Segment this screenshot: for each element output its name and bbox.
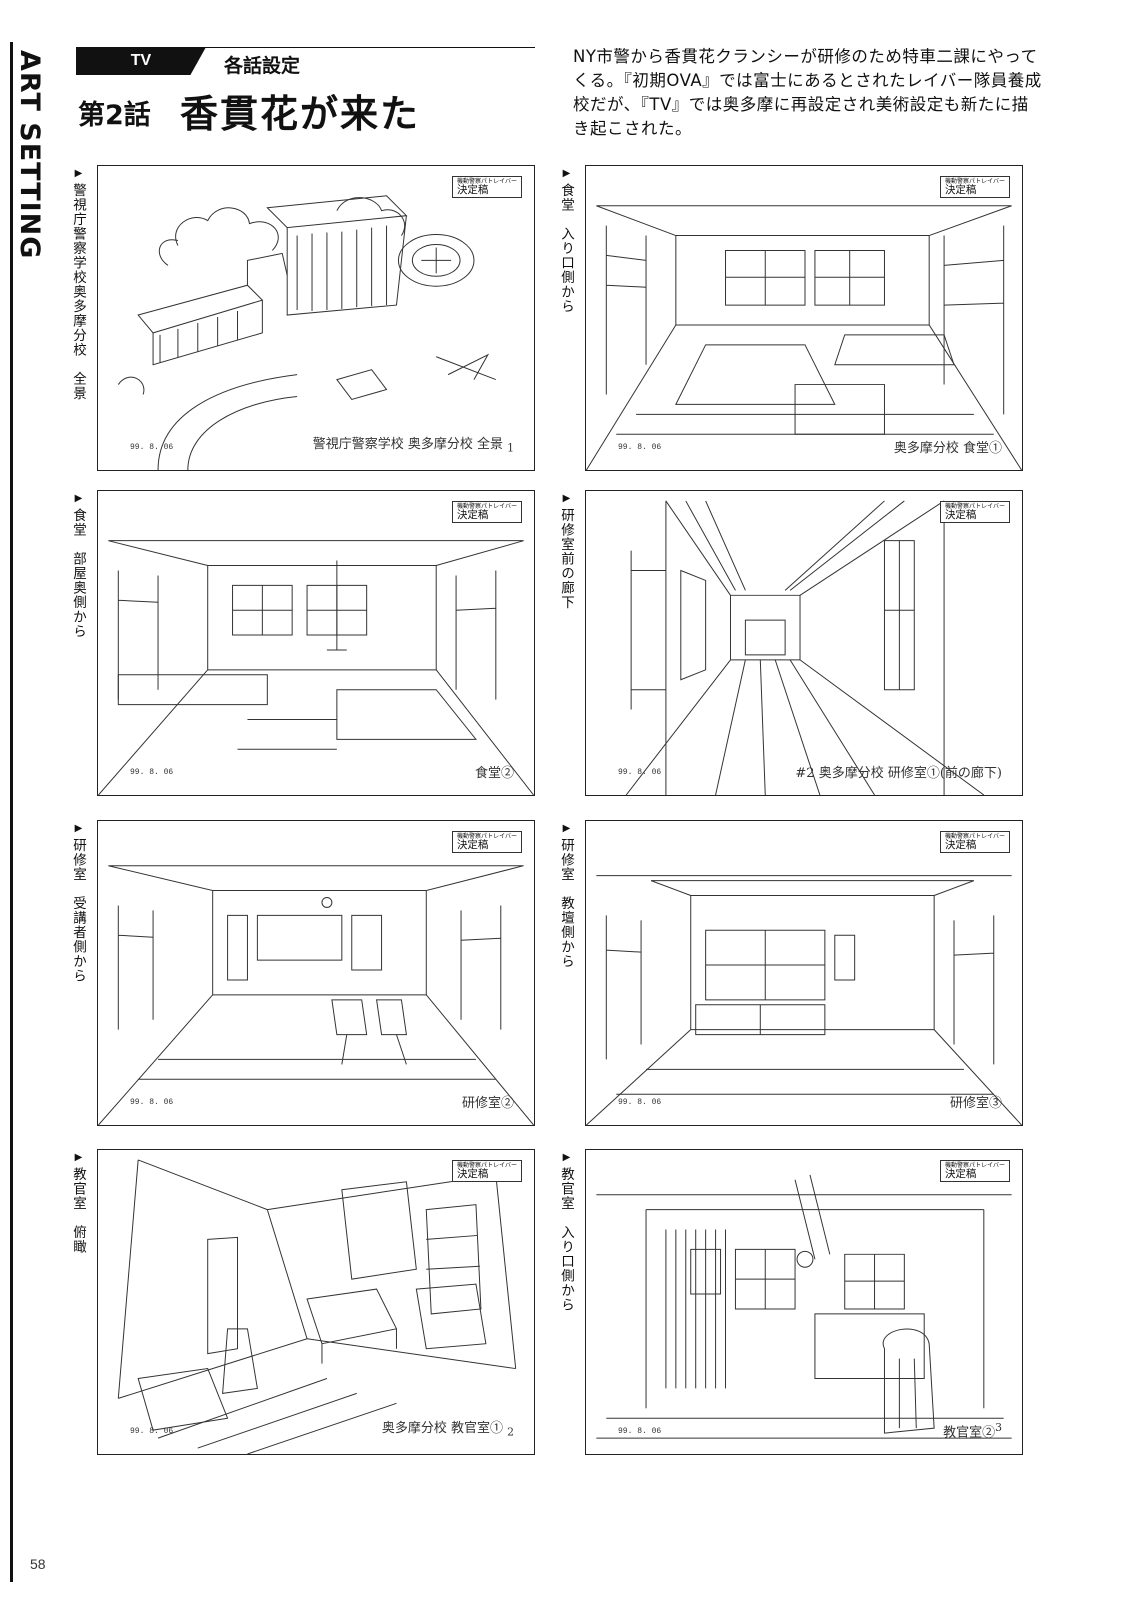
- panel-caption: ▶食堂 部屋奥側から: [70, 493, 86, 639]
- scene-label: #2 奥多摩分校 研修室①(前の廊下): [795, 766, 1002, 781]
- caption-marker-icon: ▶: [73, 1152, 84, 1164]
- caption-marker-icon: ▶: [73, 168, 84, 180]
- approval-stamp: 機動警察パトレイバー決定稿: [451, 1160, 522, 1182]
- panel-caption: ▶警視庁警察学校奥多摩分校 全景: [70, 168, 86, 401]
- tv-badge: TV: [76, 47, 206, 75]
- scene-label: 研修室②: [461, 1096, 514, 1111]
- header-rule: [205, 47, 535, 48]
- scene-label: 警視庁警察学校 奥多摩分校 全景 1: [312, 437, 514, 455]
- cafeteria-back-illustration: [98, 540, 534, 795]
- panel-caption: ▶研修室 教壇側から: [558, 823, 574, 969]
- corridor-illustration: [625, 500, 985, 795]
- overview-illustration: [117, 195, 496, 470]
- cafeteria-illustration: [586, 205, 1022, 470]
- date-label: 99. 8. 06: [130, 1098, 174, 1107]
- art-panel-instructor-room-1: 機動警察パトレイバー決定稿 99. 8. 06 奥多摩分校 教官室① 2: [97, 1149, 535, 1455]
- training-room-illustration: [98, 865, 534, 1125]
- caption-marker-icon: ▶: [73, 823, 84, 835]
- panel-caption: ▶研修室 受講者側から: [70, 823, 86, 983]
- caption-marker-icon: ▶: [561, 1152, 572, 1164]
- episode-title: 香貫花が来た: [180, 92, 421, 136]
- art-panel-cafeteria-2: 機動警察パトレイバー決定稿 99. 8. 06 食堂②: [97, 490, 535, 796]
- episode-subtitle: 各話設定: [224, 55, 301, 77]
- scene-label: 食堂②: [474, 766, 514, 781]
- caption-marker-icon: ▶: [561, 168, 572, 180]
- caption-marker-icon: ▶: [561, 823, 572, 835]
- approval-stamp: 機動警察パトレイバー決定稿: [451, 176, 522, 198]
- page-number: 58: [30, 1556, 46, 1572]
- date-label: 99. 8. 06: [618, 1427, 662, 1436]
- intro-paragraph: NY市警から香貫花クランシーが研修のため特車二課にやってくる。『初期OVA』では…: [573, 47, 1042, 138]
- approval-stamp: 機動警察パトレイバー決定稿: [939, 831, 1010, 853]
- art-panel-cafeteria-1: 機動警察パトレイバー決定稿 99. 8. 06 奥多摩分校 食堂①: [585, 165, 1023, 471]
- approval-stamp: 機動警察パトレイバー決定稿: [451, 501, 522, 523]
- training-room-podium-illustration: [586, 875, 1022, 1125]
- art-panel-instructor-room-2: 機動警察パトレイバー決定稿 99. 8. 06 教官室②3: [585, 1149, 1023, 1455]
- scene-label: 奥多摩分校 教官室① 2: [381, 1421, 514, 1439]
- approval-stamp: 機動警察パトレイバー決定稿: [451, 831, 522, 853]
- approval-stamp: 機動警察パトレイバー決定稿: [939, 1160, 1010, 1182]
- panel-caption: ▶教官室 俯瞰: [70, 1152, 86, 1254]
- date-label: 99. 8. 06: [130, 1427, 174, 1436]
- caption-marker-icon: ▶: [561, 493, 572, 505]
- approval-stamp: 機動警察パトレイバー決定稿: [939, 501, 1010, 523]
- scene-label: 研修室③: [949, 1096, 1002, 1111]
- date-label: 99. 8. 06: [618, 1098, 662, 1107]
- art-panel-overview: 機動警察パトレイバー決定稿 99. 8. 06 警視庁警察学校 奥多摩分校 全景…: [97, 165, 535, 471]
- panel-caption: ▶研修室前の廊下: [558, 493, 574, 610]
- section-label: ART SETTING: [14, 50, 45, 260]
- spine-rule: [10, 42, 13, 1582]
- caption-marker-icon: ▶: [73, 493, 84, 505]
- scene-label: 奥多摩分校 食堂①: [893, 441, 1002, 456]
- art-panel-corridor: 機動警察パトレイバー決定稿 99. 8. 06 #2 奥多摩分校 研修室①(前の…: [585, 490, 1023, 796]
- date-label: 99. 8. 06: [618, 443, 662, 452]
- date-label: 99. 8. 06: [618, 768, 662, 777]
- scene-label: 教官室②3: [943, 1420, 1002, 1440]
- instructor-room-overhead-illustration: [117, 1159, 517, 1454]
- date-label: 99. 8. 06: [130, 443, 174, 452]
- art-panel-training-room-3: 機動警察パトレイバー決定稿 99. 8. 06 研修室③: [585, 820, 1023, 1126]
- date-label: 99. 8. 06: [130, 768, 174, 777]
- panel-caption: ▶食堂 入り口側から: [558, 168, 574, 314]
- art-panel-training-room-2: 機動警察パトレイバー決定稿 99. 8. 06 研修室②: [97, 820, 535, 1126]
- episode-number: 第2話: [78, 100, 151, 131]
- approval-stamp: 機動警察パトレイバー決定稿: [939, 176, 1010, 198]
- instructor-room-entrance-illustration: [596, 1174, 1012, 1439]
- panel-caption: ▶教官室 入り口側から: [558, 1152, 574, 1312]
